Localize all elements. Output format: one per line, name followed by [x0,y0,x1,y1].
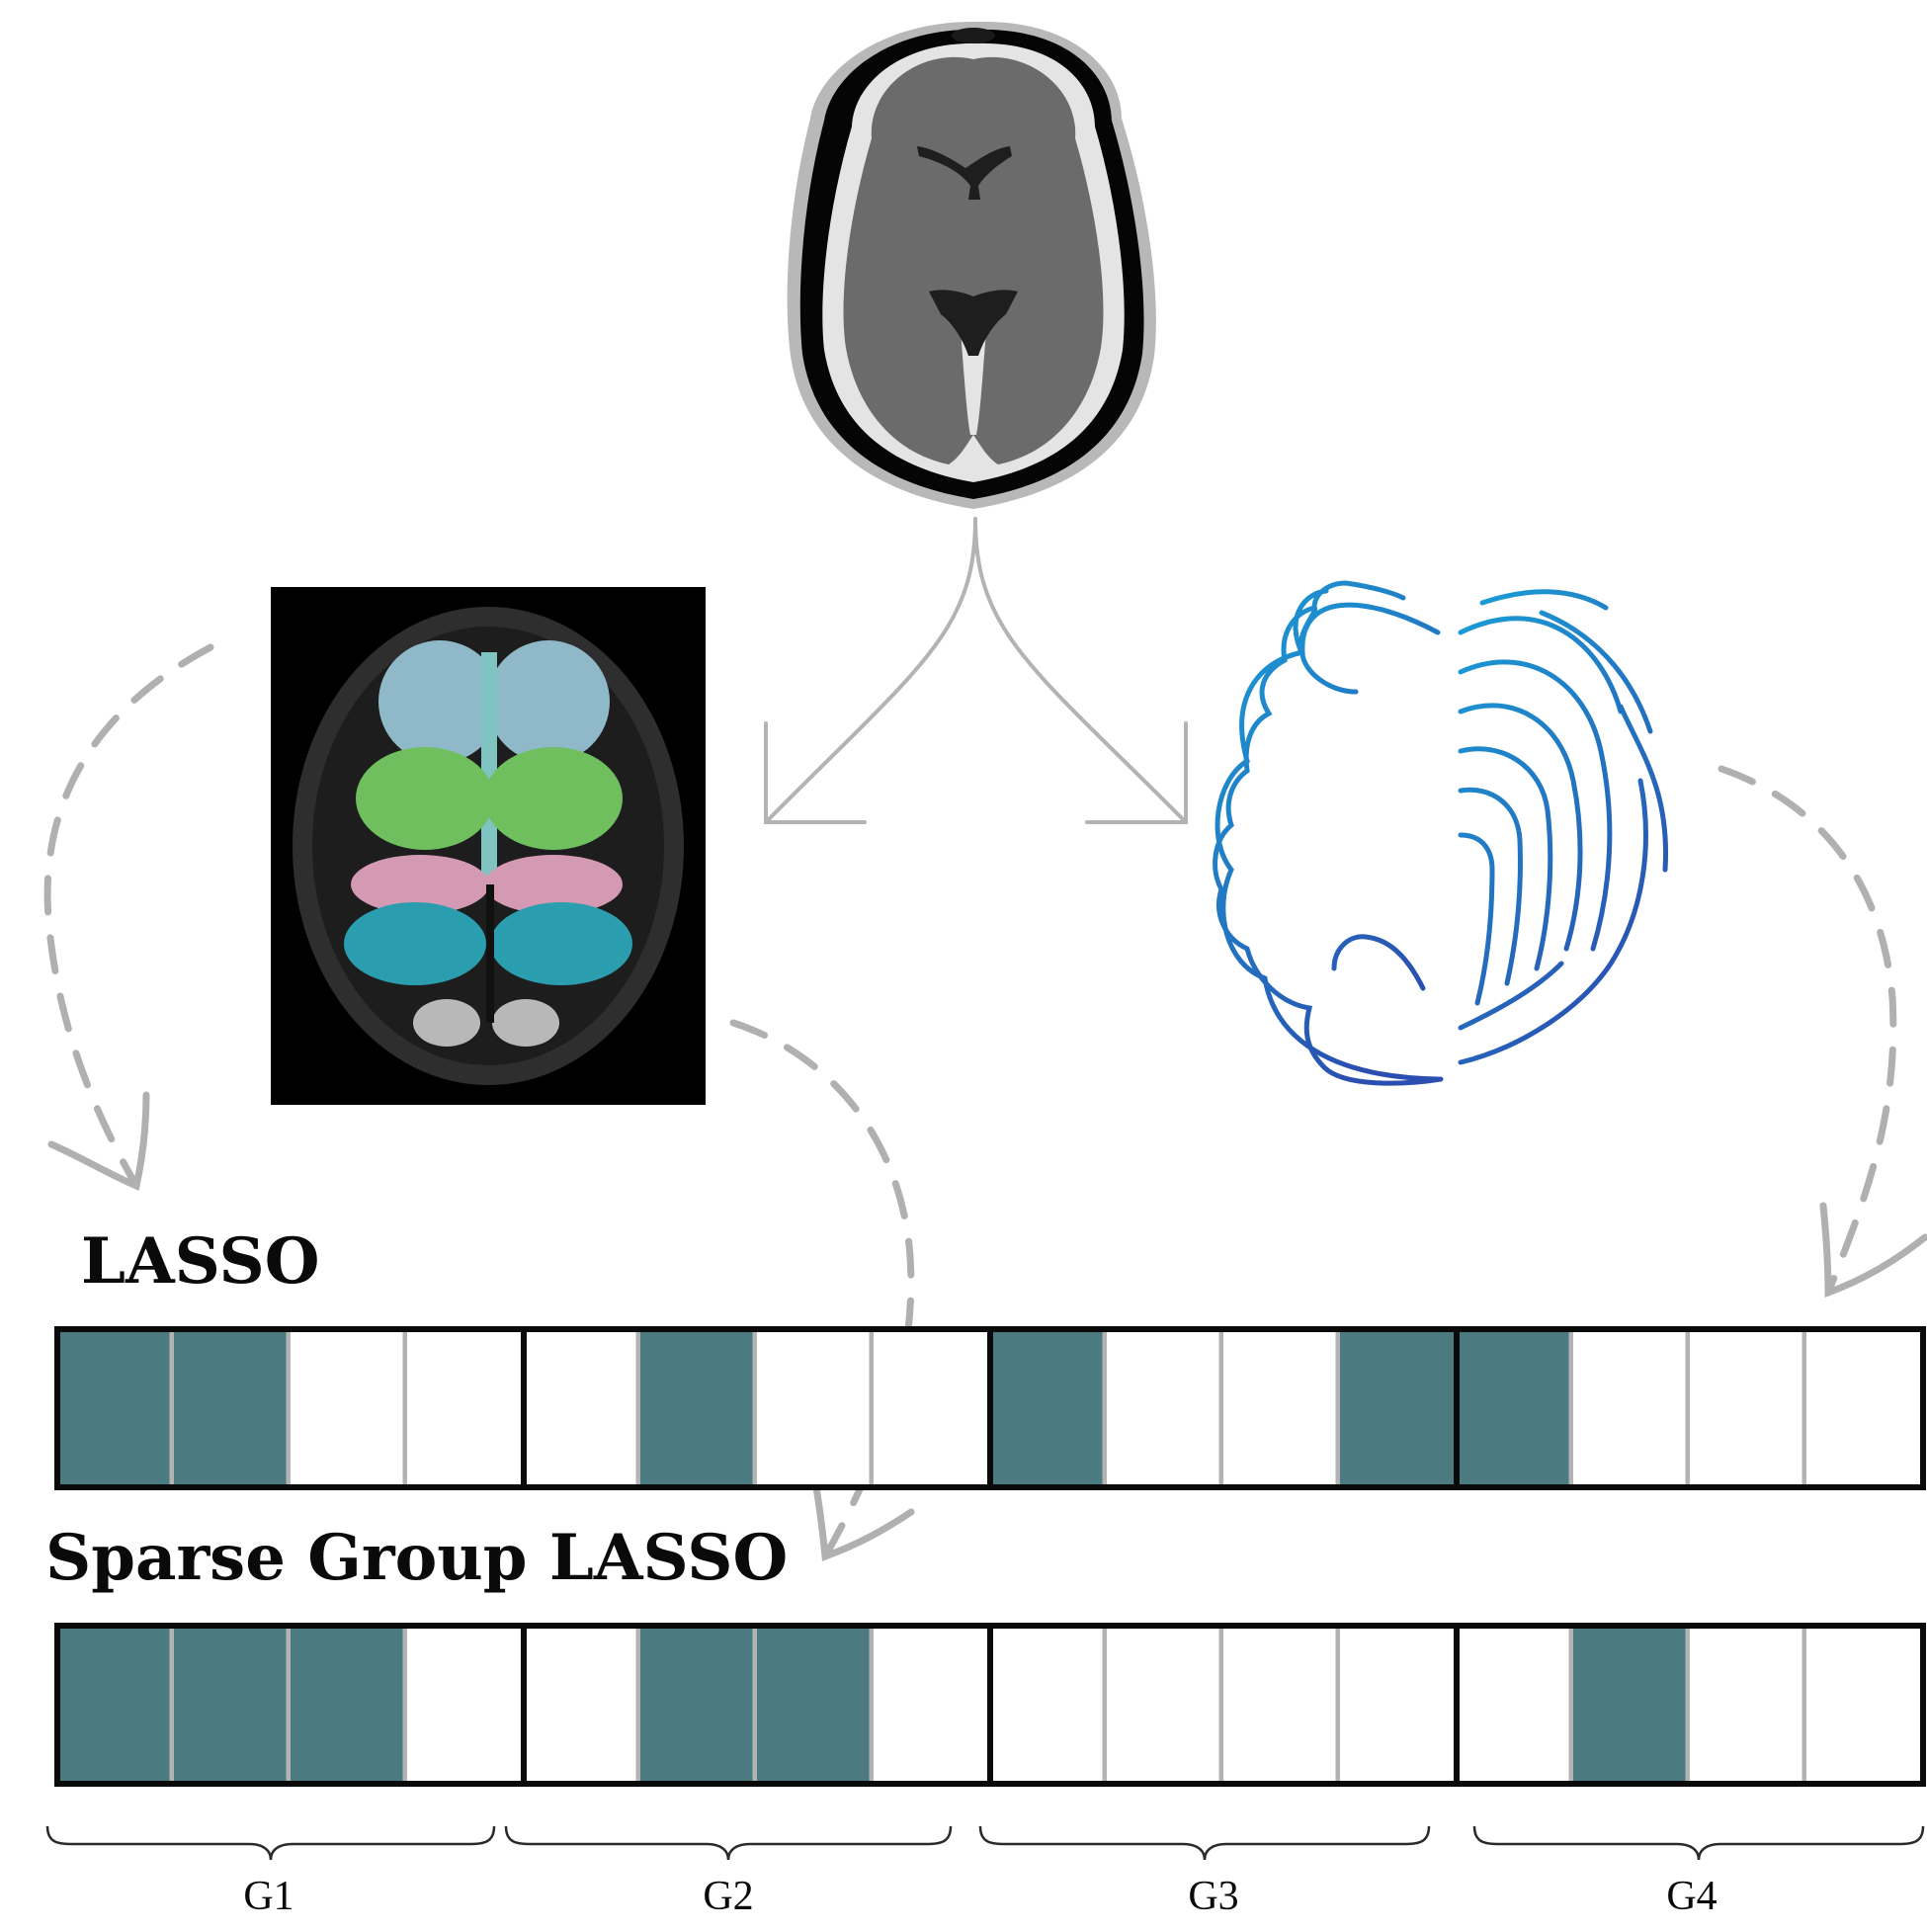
ct-ventricle-lower [929,290,1018,356]
group-label-g4: G4 [1666,1874,1718,1919]
fingerprint-ridges [1458,589,1669,1065]
lasso-g3-coef-2 [1107,1329,1223,1487]
sgl-g3-coef-2 [1107,1626,1223,1784]
sgl-g4-coef-3 [1690,1626,1806,1784]
lasso-group-separator-3 [1454,1329,1460,1487]
lasso-g4-coef-2 [1573,1329,1690,1487]
arrow-to-fingerprint [973,517,1188,824]
dashed-arrow-tract-to-lasso [43,643,214,1190]
tract-posterior-right [490,902,632,985]
brace-g3 [978,1825,1431,1861]
lasso-g3-coef-4 [1340,1329,1457,1487]
lasso-g2-coef-2 [640,1329,757,1487]
sgl-group-separator-2 [987,1626,993,1784]
arrowhead-fp-to-lasso [1819,1202,1927,1299]
sgl-g3-coef-1 [990,1626,1107,1784]
brace-g1 [45,1825,496,1861]
sgl-g1-coef-2 [174,1626,291,1784]
sgl-g4-coef-2 [1573,1626,1690,1784]
lasso-g2-coef-3 [757,1329,874,1487]
sgl-g1-coef-4 [407,1626,524,1784]
arrowhead-right [1085,721,1188,824]
sgl-g3-coef-3 [1223,1626,1340,1784]
tract-occipital-right [492,999,559,1047]
arrowhead-left [764,721,867,824]
lasso-group-separator-2 [987,1329,993,1487]
ct-falx [961,331,986,435]
lasso-g4-coef-4 [1806,1329,1923,1487]
ct-frontal-notch [952,28,995,43]
sparse-group-lasso-title: Sparse Group LASSO [45,1521,789,1595]
group-braces [45,1825,1925,1861]
lasso-g2-coef-4 [874,1329,990,1487]
group-label-g1: G1 [243,1874,294,1919]
tract-frontal-right [487,640,610,763]
brain-outline-arc [1215,602,1441,1082]
tract-occipital-left [413,999,480,1047]
brace-g2 [504,1825,953,1861]
tractography-image [271,587,706,1105]
tract-mid-right [484,855,623,914]
lasso-g1-coef-4 [407,1329,524,1487]
split-arrows [764,517,1188,824]
lasso-g4-coef-1 [1457,1329,1573,1487]
tract-midline [486,884,494,1023]
sgl-g2-coef-2 [640,1626,757,1784]
coefficient-bars [54,1326,1926,1787]
ct-brain-tissue [843,56,1104,464]
brain-fingerprint-icon [1213,580,1669,1086]
tract-posterior-left [344,902,486,985]
sgl-g1-coef-1 [57,1626,174,1784]
lasso-coefficient-row [54,1326,1926,1490]
lasso-g1-coef-1 [57,1329,174,1487]
tract-central-right [484,747,623,850]
arrowhead-tract-to-lasso [47,1091,150,1191]
sgl-g4-coef-4 [1806,1626,1923,1784]
lasso-title: LASSO [81,1224,320,1299]
tract-central-left [356,747,494,850]
sgl-g2-coef-4 [874,1626,990,1784]
lasso-g3-coef-3 [1223,1329,1340,1487]
lasso-row-frame [54,1326,1926,1490]
lasso-g3-coef-1 [990,1329,1107,1487]
group-label-g2: G2 [703,1874,754,1919]
ct-ventricle-upper [917,146,1012,200]
tract-mid-left [351,855,489,914]
sgl-g3-coef-4 [1340,1626,1457,1784]
sgl-g2-coef-3 [757,1626,874,1784]
lasso-g2-coef-1 [524,1329,640,1487]
sgl-g1-coef-3 [291,1626,407,1784]
tract-frontal-left [378,640,501,763]
brain-outline-left [1213,580,1444,1086]
lasso-g1-coef-2 [174,1329,291,1487]
arrow-to-tractography [764,517,977,824]
sgl-g2-coef-1 [524,1626,640,1784]
tract-callosal-strip [481,652,497,889]
dashed-arrows [43,643,1927,1561]
dashed-arrow-tract-to-sgl [729,1019,915,1560]
sgl-g4-coef-1 [1457,1626,1573,1784]
lasso-g1-coef-3 [291,1329,407,1487]
tract-bundles [344,640,632,1047]
group-label-g3: G3 [1188,1874,1239,1919]
dashed-arrow-fp-to-lasso [1718,765,1897,1297]
lasso-group-separator-1 [521,1329,527,1487]
sgl-group-separator-3 [1454,1626,1460,1784]
sgl-coefficient-row [54,1623,1926,1787]
lasso-g4-coef-3 [1690,1329,1806,1487]
ct-brain-scan-icon [787,21,1156,510]
brace-g4 [1472,1825,1925,1861]
arrowhead-tract-to-sgl [808,1464,915,1561]
sgl-group-separator-1 [521,1626,527,1784]
sgl-row-frame [54,1623,1926,1787]
